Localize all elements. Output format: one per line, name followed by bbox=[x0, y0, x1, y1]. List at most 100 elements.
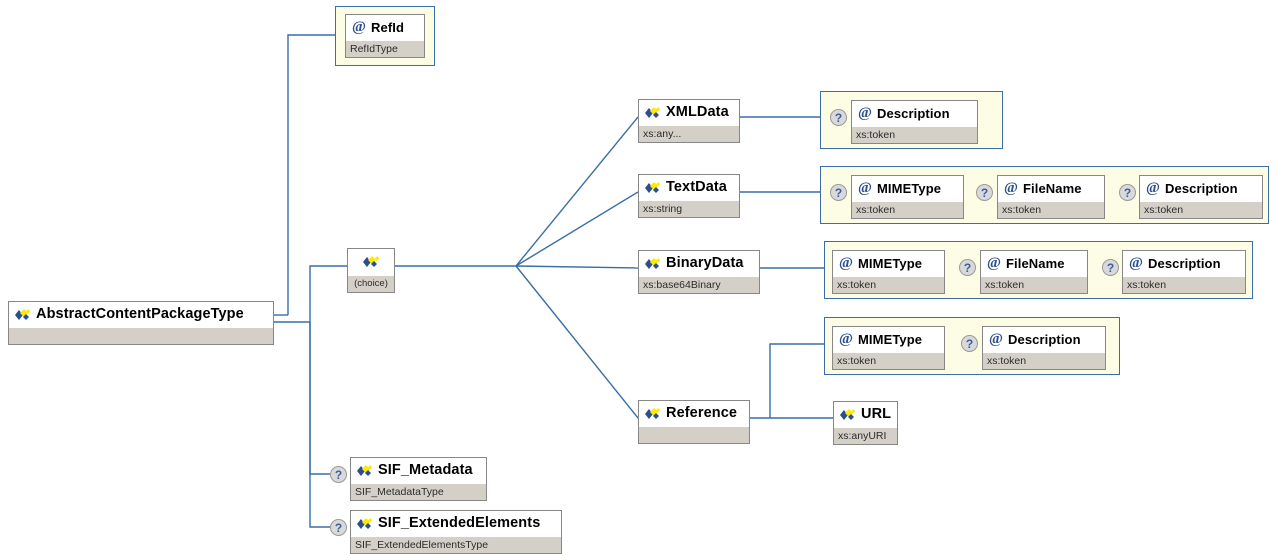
node-type: xs:token bbox=[856, 203, 896, 216]
node-label: MIMEType bbox=[877, 181, 942, 196]
node-type-footer: xs:base64Binary bbox=[639, 276, 759, 293]
node-header: @ MIMEType bbox=[833, 327, 944, 352]
node-header: Reference bbox=[639, 401, 749, 426]
node-type: SIF_MetadataType bbox=[355, 485, 444, 498]
node-type-footer: xs:token bbox=[1140, 201, 1262, 218]
node-header: @ FileName bbox=[998, 176, 1104, 201]
node-header: @ Description bbox=[1123, 251, 1245, 276]
attribute-icon: @ bbox=[839, 254, 853, 271]
node-attribute-description[interactable]: @ Description xs:token bbox=[1139, 175, 1263, 219]
node-element-textdata[interactable]: TextData xs:string bbox=[638, 174, 740, 218]
optional-marker-icon: ? bbox=[961, 335, 978, 352]
node-attribute-mimetype[interactable]: @ MIMEType xs:token bbox=[832, 250, 945, 294]
node-type-footer: xs:token bbox=[983, 352, 1105, 369]
optional-marker-icon: ? bbox=[830, 184, 847, 201]
node-type: xs:token bbox=[1127, 278, 1167, 291]
node-label: XMLData bbox=[666, 104, 729, 121]
choice-label: (choice) bbox=[354, 278, 388, 290]
attribute-icon: @ bbox=[839, 330, 853, 347]
attribute-icon: @ bbox=[1004, 179, 1018, 196]
node-type: xs:token bbox=[837, 278, 877, 291]
node-type-footer: xs:token bbox=[981, 276, 1087, 293]
node-label: RefId bbox=[371, 20, 404, 35]
node-label: MIMEType bbox=[858, 332, 923, 347]
node-label: Description bbox=[1148, 256, 1221, 271]
element-icon bbox=[645, 407, 660, 419]
node-element-reference[interactable]: Reference bbox=[638, 400, 750, 444]
element-icon bbox=[645, 106, 660, 118]
node-element-binarydata[interactable]: BinaryData xs:base64Binary bbox=[638, 250, 760, 294]
node-element-sif-extendedelements[interactable]: SIF_ExtendedElements SIF_ExtendedElement… bbox=[350, 510, 562, 554]
optional-marker-icon: ? bbox=[330, 519, 347, 536]
node-type: xs:token bbox=[837, 354, 877, 367]
node-label: Description bbox=[1165, 181, 1238, 196]
node-type: xs:token bbox=[856, 128, 896, 141]
node-type-footer bbox=[9, 327, 273, 344]
node-header: SIF_ExtendedElements bbox=[351, 511, 561, 536]
node-attribute-mimetype[interactable]: @ MIMEType xs:token bbox=[851, 175, 964, 219]
node-type-footer: SIF_MetadataType bbox=[351, 483, 486, 500]
optional-marker-icon: ? bbox=[959, 259, 976, 276]
attribute-icon: @ bbox=[1129, 254, 1143, 271]
node-attribute-mimetype[interactable]: @ MIMEType xs:token bbox=[832, 326, 945, 370]
node-type: xs:token bbox=[987, 354, 1027, 367]
node-label: AbstractContentPackageType bbox=[36, 306, 244, 323]
node-element-xmldata[interactable]: XMLData xs:any... bbox=[638, 99, 740, 143]
node-attribute-filename[interactable]: @ FileName xs:token bbox=[980, 250, 1088, 294]
optional-marker-icon: ? bbox=[1102, 259, 1119, 276]
node-type-footer: xs:token bbox=[998, 201, 1104, 218]
node-type: RefIdType bbox=[350, 42, 398, 55]
choice-footer: (choice) bbox=[348, 275, 394, 292]
node-attribute-refid[interactable]: @ RefId RefIdType bbox=[345, 14, 425, 58]
optional-marker-icon: ? bbox=[830, 109, 847, 126]
attribute-icon: @ bbox=[352, 18, 366, 35]
node-type-footer bbox=[639, 426, 749, 443]
node-element-url[interactable]: URL xs:anyURI bbox=[833, 401, 898, 445]
node-label: FileName bbox=[1023, 181, 1082, 196]
node-label: SIF_Metadata bbox=[378, 462, 473, 479]
node-abstract-content-package-type[interactable]: AbstractContentPackageType bbox=[8, 301, 274, 345]
node-header: @ MIMEType bbox=[833, 251, 944, 276]
element-icon bbox=[645, 257, 660, 269]
node-type-footer: xs:token bbox=[833, 276, 944, 293]
node-header: URL bbox=[834, 402, 897, 427]
node-label: Description bbox=[877, 106, 950, 121]
optional-marker-icon: ? bbox=[1119, 184, 1136, 201]
node-type-footer: xs:string bbox=[639, 200, 739, 217]
node-type: SIF_ExtendedElementsType bbox=[355, 538, 489, 551]
element-icon bbox=[840, 408, 855, 420]
node-attribute-description[interactable]: @ Description xs:token bbox=[982, 326, 1106, 370]
node-label: MIMEType bbox=[858, 256, 923, 271]
node-label: FileName bbox=[1006, 256, 1065, 271]
node-type: xs:token bbox=[1002, 203, 1042, 216]
node-element-sif-metadata[interactable]: SIF_Metadata SIF_MetadataType bbox=[350, 457, 487, 501]
attribute-icon: @ bbox=[989, 330, 1003, 347]
node-type: xs:token bbox=[1144, 203, 1184, 216]
optional-marker-icon: ? bbox=[976, 184, 993, 201]
element-icon bbox=[357, 464, 372, 476]
node-attribute-filename[interactable]: @ FileName xs:token bbox=[997, 175, 1105, 219]
element-icon bbox=[645, 181, 660, 193]
node-label: TextData bbox=[666, 179, 727, 196]
choice-icon bbox=[363, 256, 379, 267]
attribute-icon: @ bbox=[858, 104, 872, 121]
node-type: xs:any... bbox=[643, 127, 682, 140]
node-header: @ MIMEType bbox=[852, 176, 963, 201]
node-type: xs:token bbox=[985, 278, 1025, 291]
node-type-footer: xs:token bbox=[1123, 276, 1245, 293]
attribute-icon: @ bbox=[987, 254, 1001, 271]
choice-compositor[interactable]: (choice) bbox=[347, 248, 395, 293]
node-type: xs:base64Binary bbox=[643, 278, 721, 291]
node-attribute-description[interactable]: @ Description xs:token bbox=[1122, 250, 1246, 294]
node-label: Reference bbox=[666, 405, 738, 422]
node-type: xs:string bbox=[643, 202, 683, 215]
node-header: @ FileName bbox=[981, 251, 1087, 276]
node-attribute-description[interactable]: @ Description xs:token bbox=[851, 100, 978, 144]
node-type-footer: RefIdType bbox=[346, 40, 424, 57]
node-type-footer: xs:anyURI bbox=[834, 427, 897, 444]
choice-header bbox=[348, 249, 394, 275]
element-icon bbox=[15, 308, 30, 320]
node-label: URL bbox=[861, 406, 892, 423]
node-label: Description bbox=[1008, 332, 1081, 347]
